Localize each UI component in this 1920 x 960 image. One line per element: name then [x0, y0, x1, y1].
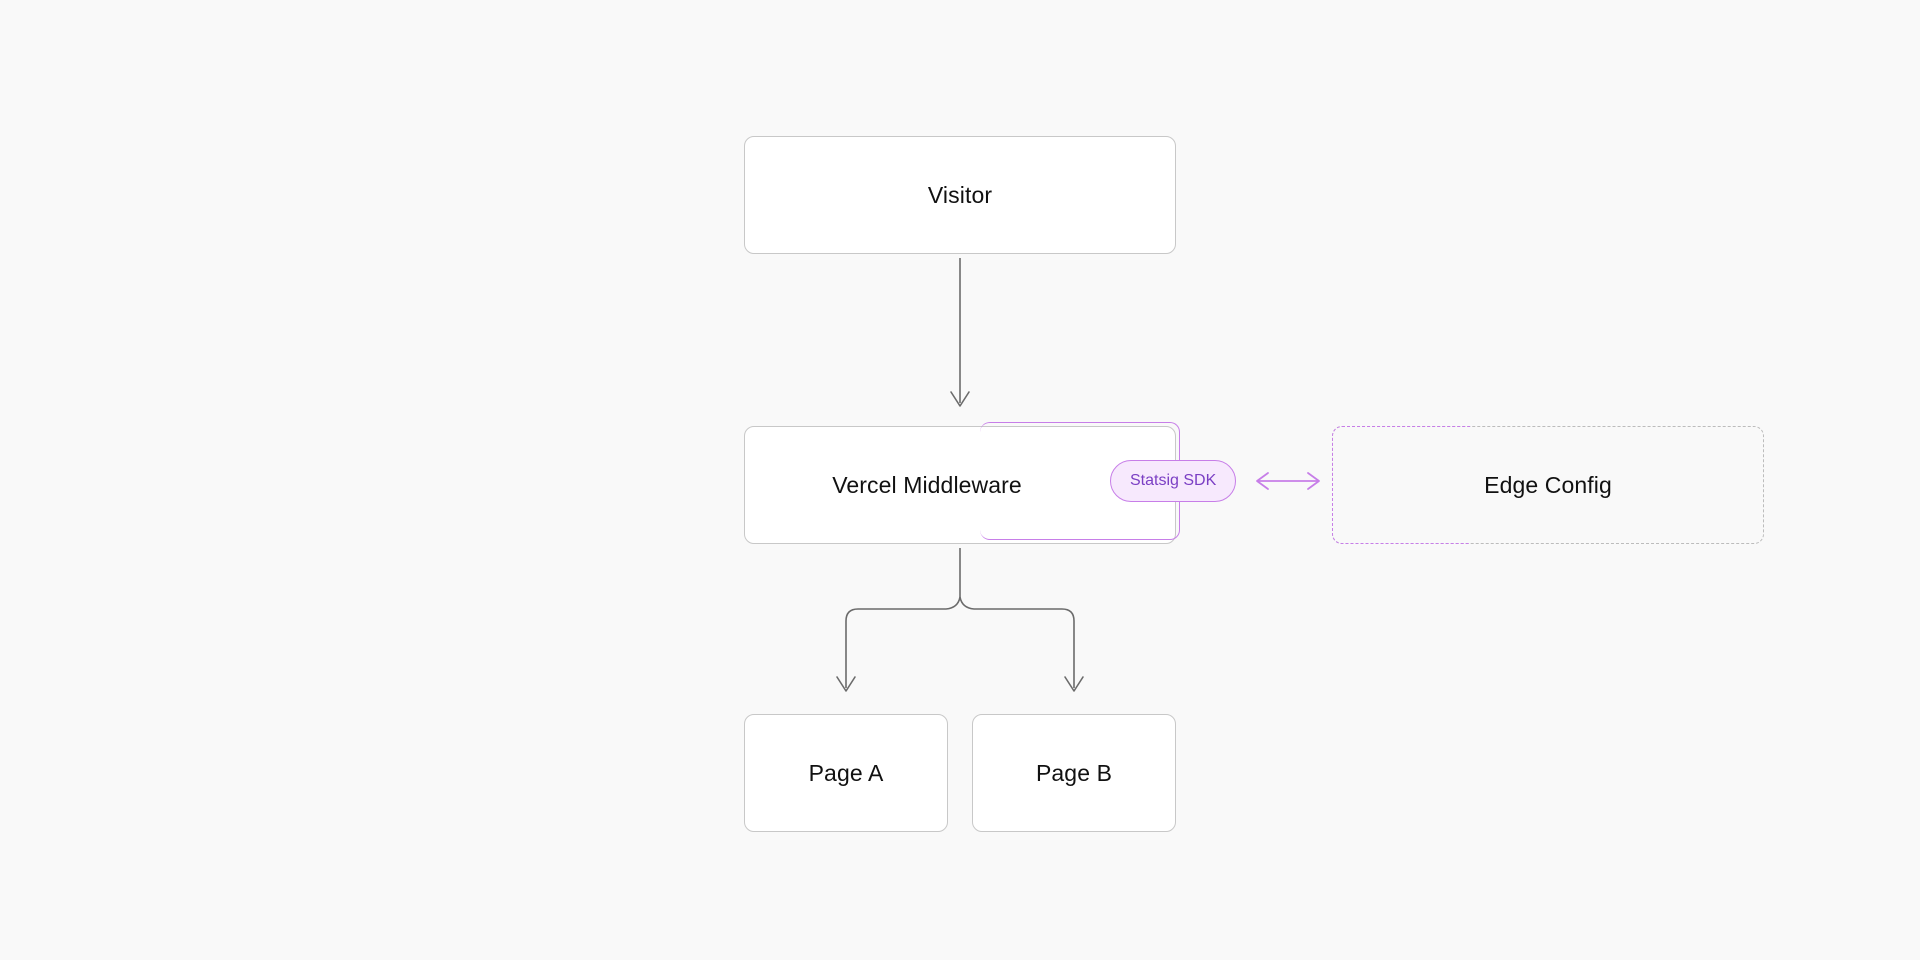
node-edge-config-label: Edge Config	[1484, 471, 1612, 498]
node-visitor[interactable]: Visitor	[744, 136, 1176, 254]
edge-middleware-to-pages	[836, 548, 1084, 692]
node-page-b-label: Page B	[1035, 759, 1113, 786]
node-vercel-middleware-label: Vercel Middleware	[832, 471, 1022, 498]
node-edge-config[interactable]: Edge Config	[1332, 426, 1764, 544]
statsig-sdk-badge-label: Statsig SDK	[1130, 472, 1217, 489]
edge-sdk-to-edge-config	[1256, 472, 1320, 490]
node-page-a[interactable]: Page A	[744, 714, 948, 832]
statsig-sdk-badge[interactable]: Statsig SDK	[1110, 460, 1237, 502]
node-vercel-middleware[interactable]: Vercel Middleware	[744, 426, 1176, 544]
edge-visitor-to-middleware	[950, 258, 970, 407]
node-page-b[interactable]: Page B	[972, 714, 1176, 832]
node-visitor-label: Visitor	[927, 181, 993, 208]
node-page-a-label: Page A	[808, 759, 884, 786]
